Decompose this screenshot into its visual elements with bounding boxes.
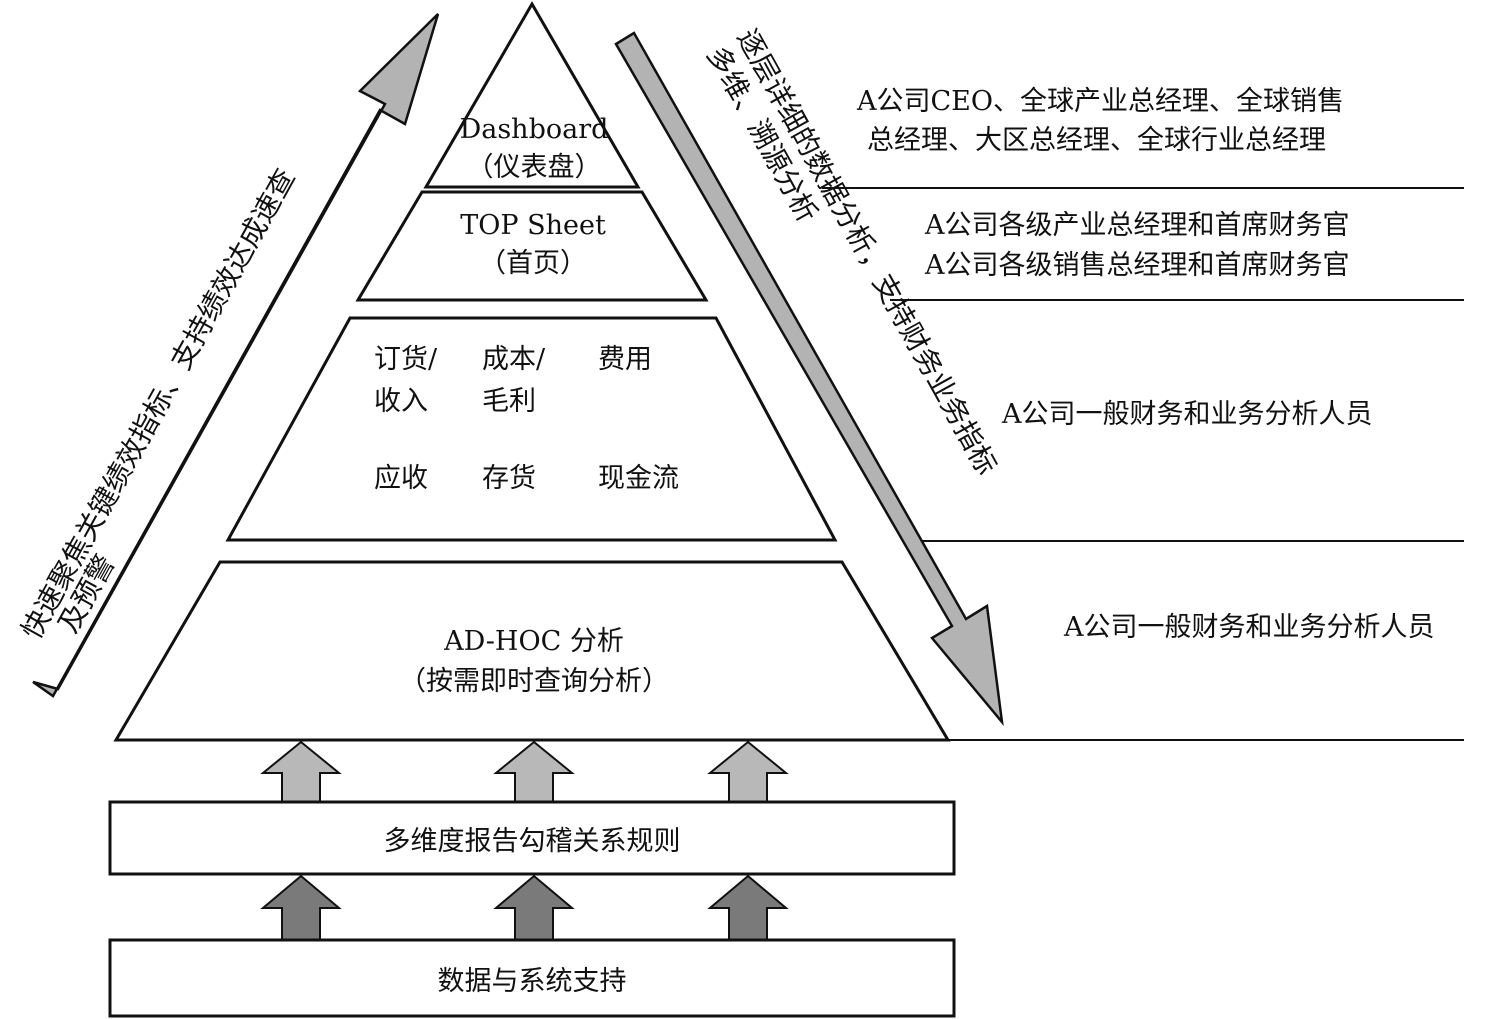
rules-box xyxy=(108,800,956,876)
pyramid-top-sheet-tier xyxy=(355,190,709,302)
metric-margin-label: 毛利 xyxy=(482,386,536,417)
right-big-arrow xyxy=(614,31,1004,727)
upper-up-arrow-middle xyxy=(493,740,575,803)
audience-adhoc: A公司一般财务和业务分析人员 xyxy=(1064,612,1435,643)
metric-order-label: 订货/ xyxy=(374,344,438,375)
metric-expense-label: 费用 xyxy=(598,344,652,375)
data-box-label: 数据与系统支持 xyxy=(437,966,627,997)
metric-inventory-label: 存货 xyxy=(482,463,536,494)
pyramid-dashboard-tier xyxy=(423,1,641,189)
metric-receivable-label: 应收 xyxy=(374,463,428,494)
lower-up-arrow-left xyxy=(260,874,342,941)
dashboard-title: Dashboard xyxy=(459,114,609,145)
top-sheet-title: TOP Sheet xyxy=(460,210,606,241)
dashboard-subtitle: （仪表盘） xyxy=(466,152,602,183)
upper-up-arrows xyxy=(260,740,789,803)
metric-cost-label: 成本/ xyxy=(482,344,546,375)
audience-top-sheet-line2: A公司各级销售总经理和首席财务官 xyxy=(925,250,1350,281)
rules-box-label: 多维度报告勾稽关系规则 xyxy=(383,826,681,857)
audience-dashboard-line2: 总经理、大区总经理、全球行业总经理 xyxy=(867,125,1326,156)
lower-up-arrows xyxy=(260,874,789,941)
upper-up-arrow-left xyxy=(260,740,342,803)
audience-metrics: A公司一般财务和业务分析人员 xyxy=(1002,399,1373,430)
lower-up-arrow-middle xyxy=(493,874,575,941)
metric-revenue-label: 收入 xyxy=(374,386,428,417)
top-sheet-subtitle: （首页） xyxy=(479,248,587,279)
audience-top-sheet-line1: A公司各级产业总经理和首席财务官 xyxy=(925,210,1350,241)
adhoc-title: AD-HOC 分析 xyxy=(444,626,624,657)
metric-cash-flow-label: 现金流 xyxy=(598,463,679,494)
upper-up-arrow-right xyxy=(707,740,789,803)
left-big-arrow xyxy=(32,13,440,698)
pyramid-metrics-tier xyxy=(225,316,838,542)
data-box xyxy=(108,938,956,1018)
lower-up-arrow-right xyxy=(707,874,789,941)
adhoc-subtitle: （按需即时查询分析） xyxy=(399,666,669,697)
audience-dashboard-line1: A公司CEO、全球产业总经理、全球销售 xyxy=(857,86,1345,117)
